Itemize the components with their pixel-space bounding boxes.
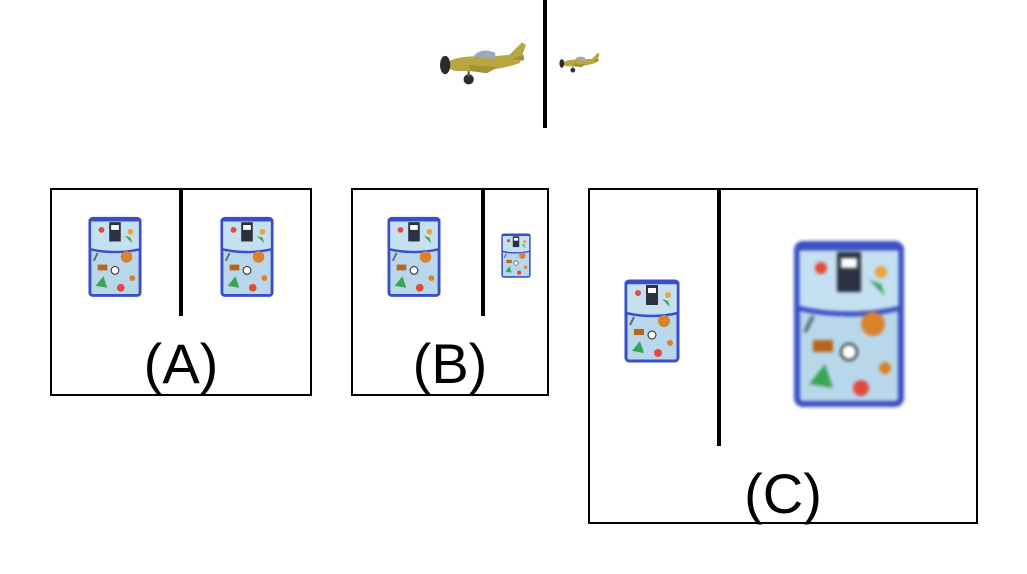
divider-line	[481, 190, 485, 316]
divider-line	[179, 190, 183, 316]
lunch-bag-icon	[220, 208, 274, 300]
divider-line	[717, 190, 721, 446]
option-b-label: (B)	[412, 332, 488, 395]
option-c-label: (C)	[744, 462, 822, 525]
option-a-panel[interactable]: (A)	[50, 188, 312, 396]
lunch-bag-icon	[792, 228, 906, 408]
divider-line	[543, 0, 547, 128]
lunch-bag-icon	[501, 230, 531, 278]
lunch-bag-icon	[387, 208, 441, 300]
option-c-panel[interactable]: (C)	[588, 188, 978, 524]
lunch-bag-icon	[624, 272, 680, 364]
lunch-bag-icon	[88, 208, 142, 300]
airplane-icon	[558, 52, 602, 74]
airplane-icon	[438, 40, 530, 88]
option-b-panel[interactable]: (B)	[351, 188, 549, 396]
reference-figure	[430, 0, 610, 128]
option-a-label: (A)	[143, 332, 219, 395]
